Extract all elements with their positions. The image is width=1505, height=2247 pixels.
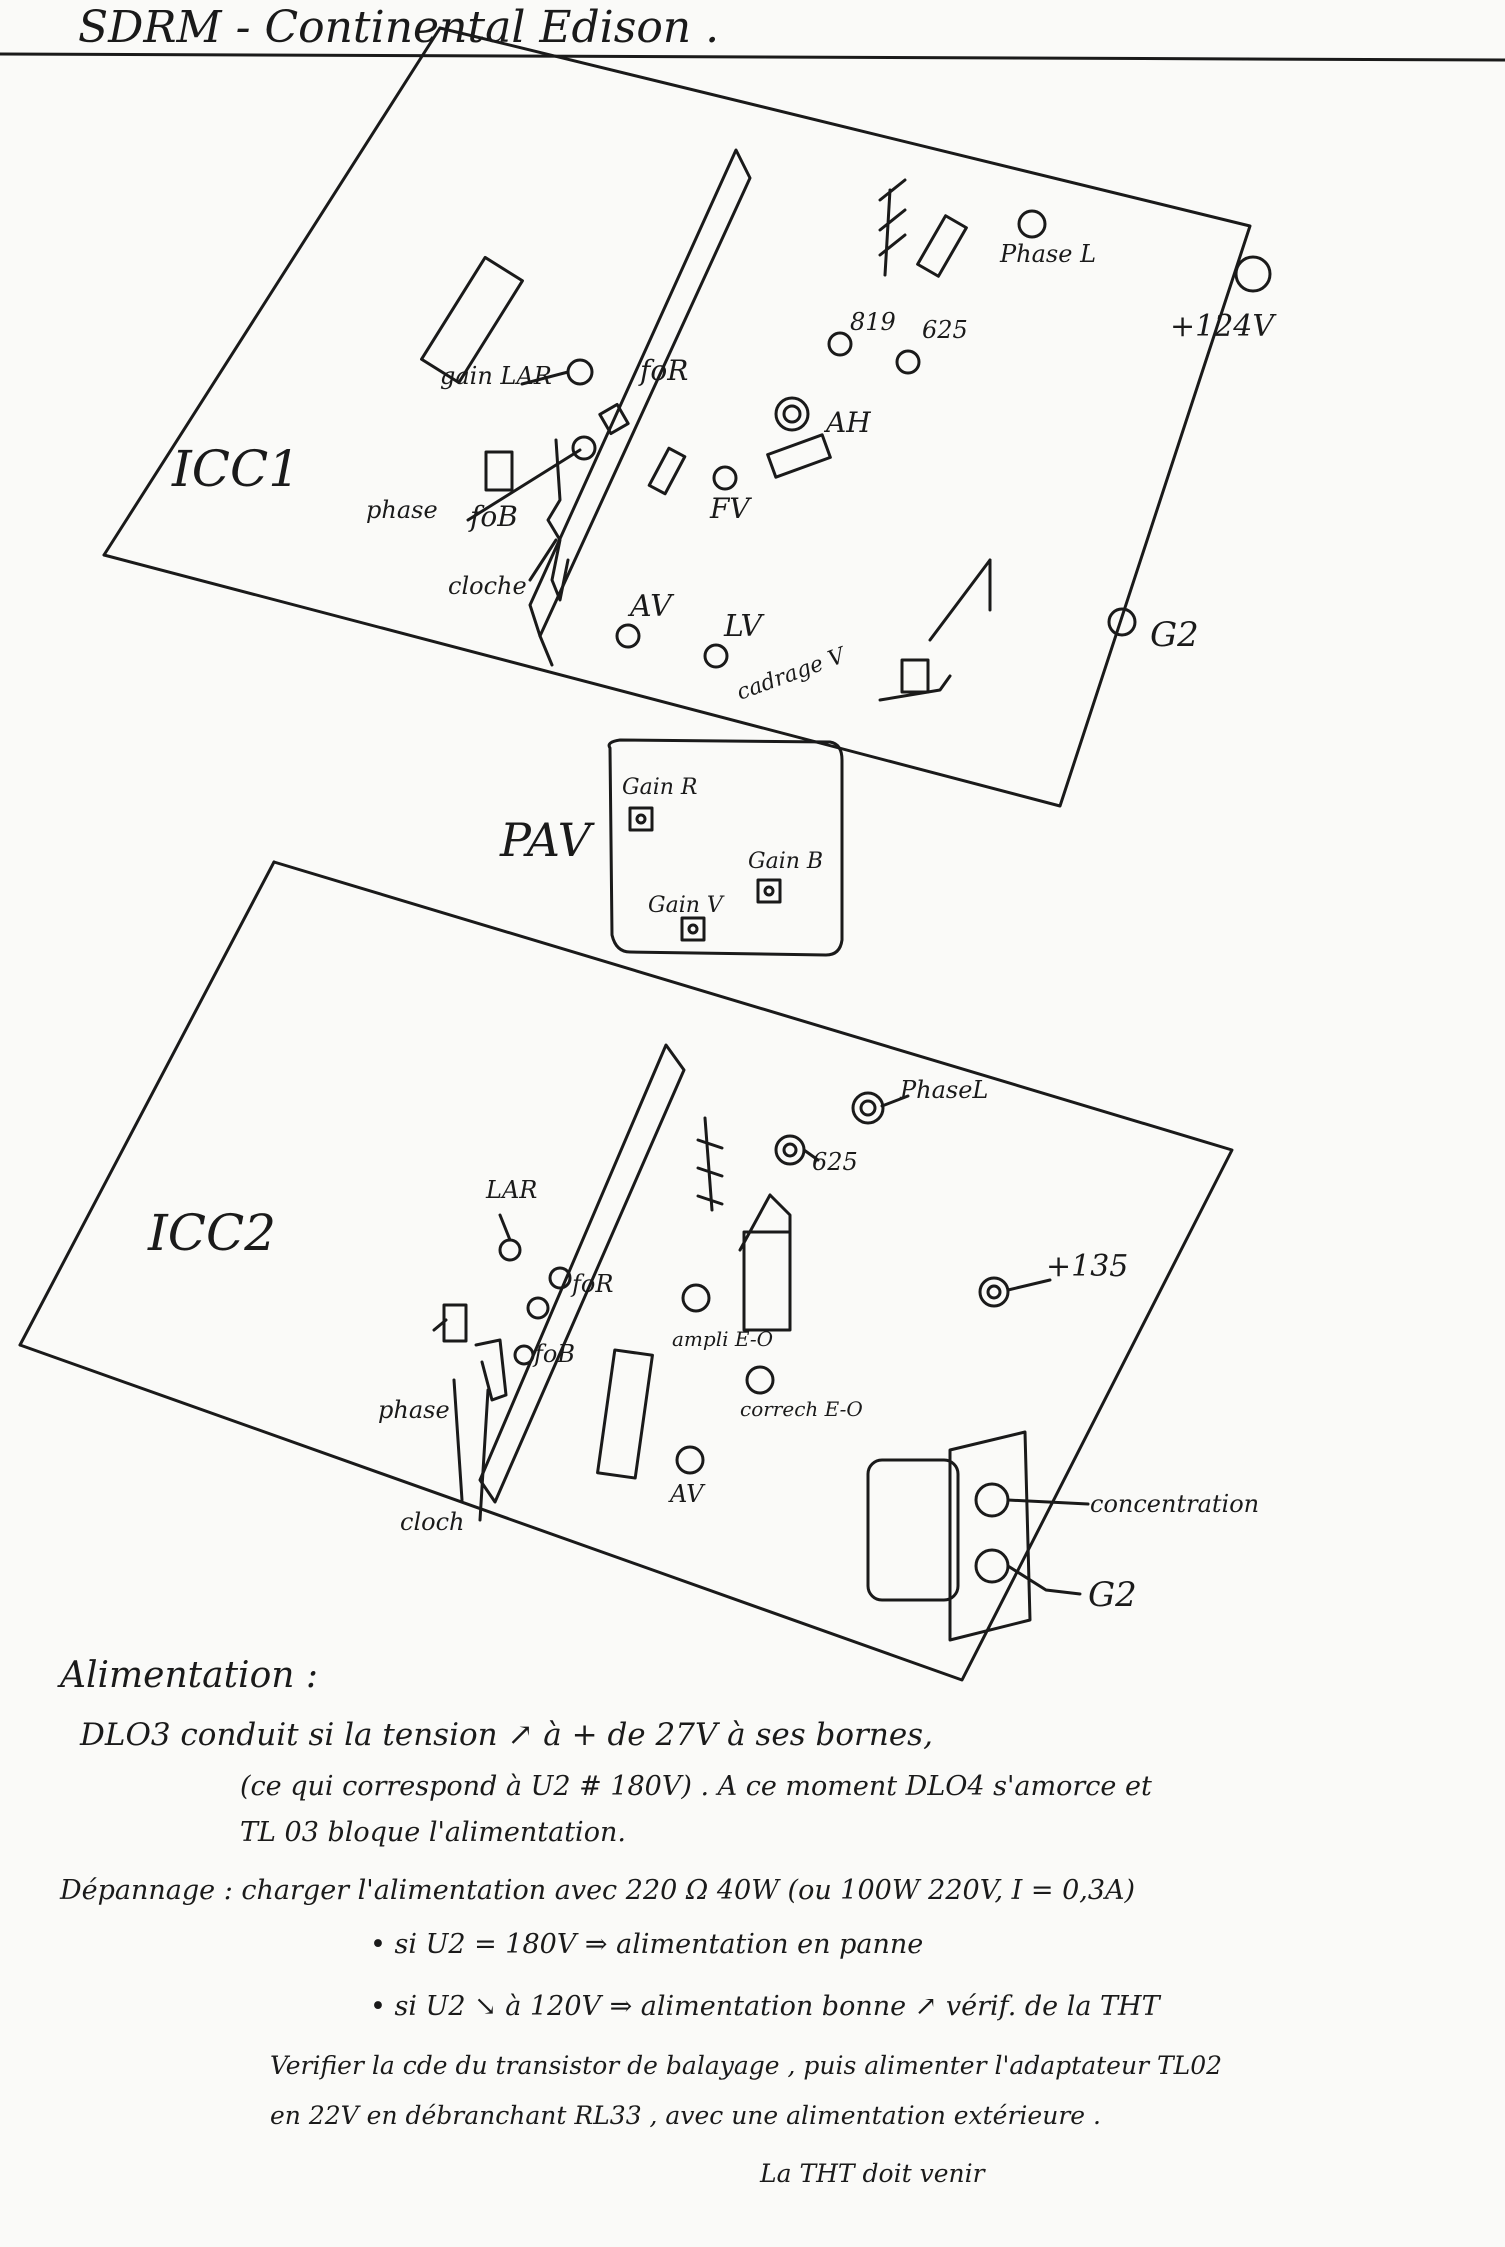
notes-line-5: • si U2 = 180V ⇒ alimentation en panne: [370, 1929, 924, 1960]
gain-b-pot: [756, 878, 782, 904]
g2-pot: [1107, 607, 1137, 637]
cadrage-label: cadrage V: [734, 643, 851, 706]
g2-label: G2: [1150, 615, 1199, 655]
icc2-phase-l-pot: [851, 1091, 885, 1125]
icc2-g25-pot: [774, 1134, 806, 1166]
icc2-g2-pot: [974, 1548, 1010, 1584]
phase-label: phase: [366, 496, 438, 524]
fo-r-pot: [598, 402, 630, 436]
icc1-module: [420, 255, 524, 385]
phase-l-pot: [1017, 209, 1047, 239]
concentration-pot: [974, 1482, 1010, 1518]
icc2-fo-b-pot: [513, 1344, 535, 1366]
tht-block: [866, 1458, 960, 1602]
cloche-label: cloche: [448, 572, 527, 600]
gain-r-pot: [628, 806, 654, 832]
icc1-transformer: [900, 658, 930, 694]
notes-line-9: La THT doit venir: [760, 2159, 985, 2188]
icc2-g25-label: 625: [812, 1148, 858, 1176]
gain-lar-label: gain LAR: [440, 362, 552, 390]
icc2-phase-label: phase: [378, 1396, 450, 1424]
icc2-lar-pot: [498, 1238, 522, 1262]
fo-r-label: foR: [638, 354, 688, 387]
ah-coil: [774, 396, 810, 432]
icc2-fo-r-pot: [548, 1266, 572, 1290]
notes-heading: Alimentation :: [60, 1655, 318, 1696]
icc1-resistor: [878, 178, 907, 277]
av-label: AV: [627, 589, 675, 624]
notes-line-1: DLO3 conduit si la tension ↗ à + de 27V …: [80, 1717, 933, 1753]
page-title: SDRM - Continental Edison .: [78, 2, 719, 53]
lv-pot: [703, 643, 729, 669]
lv-label: LV: [723, 609, 765, 644]
fv-pot: [712, 465, 738, 491]
av-pot: [615, 623, 641, 649]
icc2-lar-label: LAR: [485, 1176, 537, 1204]
gain-b-label: Gain B: [748, 849, 823, 874]
icc1-title: ICC1: [171, 440, 300, 498]
notes-line-7: Verifier la cde du transistor de balayag…: [270, 2051, 1223, 2080]
icc2-outline: [18, 860, 1234, 1682]
fv-label: FV: [709, 492, 752, 525]
icc2-title: ICC2: [147, 1204, 276, 1262]
notes-line-4: Dépannage : charger l'alimentation avec …: [60, 1875, 1136, 1906]
icc2-board: [18, 860, 1234, 1682]
icc1-board: [102, 26, 1272, 808]
correch-pot: [745, 1365, 775, 1395]
notes-line-8: en 22V en débranchant RL33 , avec une al…: [270, 2101, 1101, 2130]
g25-pot: [895, 349, 921, 375]
ah-label: AH: [823, 406, 871, 439]
notes-line-3: TL 03 bloque l'alimentation.: [240, 1817, 626, 1848]
cloche-stack: [546, 438, 570, 602]
icc2-partition-2: [738, 1193, 792, 1322]
ampli-label: ampli E-O: [672, 1327, 773, 1351]
fo-b-label: foB: [468, 500, 518, 533]
icc2-fo-r-label: foR: [570, 1270, 613, 1298]
gain-v-pot: [680, 916, 706, 942]
pav-outline: [607, 738, 844, 957]
sig-pot: [827, 331, 853, 357]
phase-coil: [484, 450, 514, 492]
icc2-fo-b-label: foB: [532, 1340, 575, 1368]
icc2-phase-l-label: PhaseL: [899, 1076, 988, 1104]
notes-line-2: (ce qui correspond à U2 # 180V) . A ce m…: [240, 1771, 1152, 1802]
plus135-pot: [978, 1276, 1010, 1308]
notes-line-6: • si U2 ↘ à 120V ⇒ alimentation bonne ↗ …: [370, 1991, 1160, 2022]
icc2-av-label: AV: [668, 1480, 706, 1508]
plus124-pot: [1234, 255, 1272, 293]
icc2-phase-coil: [442, 1303, 468, 1343]
gain-v-label: Gain V: [648, 893, 725, 918]
plus135-label: +135: [1046, 1249, 1128, 1284]
icc2-resistor: [696, 1116, 724, 1212]
icc2-av-pot: [675, 1445, 705, 1475]
icc2-cloche-label: cloch: [400, 1508, 464, 1536]
header-rule: [0, 52, 1505, 62]
icc2-g2-label: G2: [1088, 1575, 1137, 1615]
pav-panel: [607, 738, 844, 957]
sig-label: 819: [850, 308, 896, 336]
plus124-label: +124V: [1170, 309, 1277, 344]
concentration-label: concentration: [1090, 1490, 1259, 1518]
correch-label: correch E-O: [740, 1397, 863, 1421]
phase-l-label: Phase L: [999, 240, 1096, 268]
pav-title: PAV: [499, 813, 596, 867]
g25-label: 625: [922, 316, 968, 344]
gain-lar-pot: [566, 358, 594, 386]
gain-r-label: Gain R: [622, 775, 697, 800]
icc1-outline: [102, 26, 1252, 808]
ampli-pot: [681, 1283, 711, 1313]
